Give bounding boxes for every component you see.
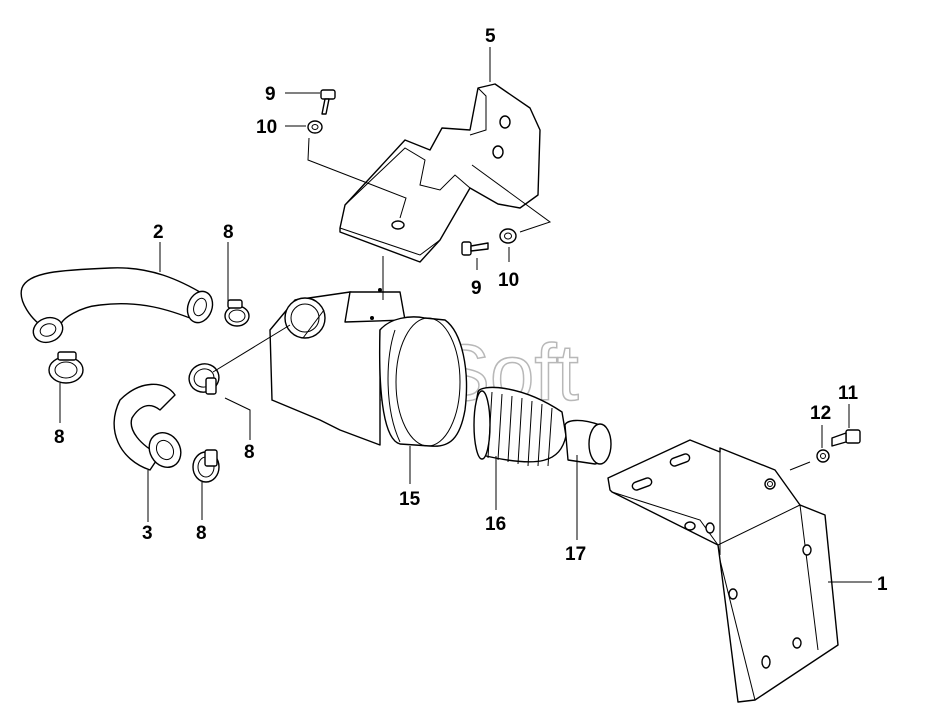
part-17-inner-cartridge [564,419,612,465]
part-2-upper-hose [20,267,214,344]
callout-17: 17 [565,544,586,565]
part-9-top-bolt [320,89,336,115]
callout-12: 12 [810,403,831,424]
part-11-bolt [831,429,861,447]
part-16-filter-element [473,386,567,467]
callout-9-mid: 9 [471,278,482,299]
part-10-top-nut [307,120,323,134]
callout-8-bottom: 8 [196,523,207,544]
callout-8-top: 8 [223,222,234,243]
callout-3: 3 [142,523,153,544]
callout-8-left: 8 [54,427,65,448]
callout-10-mid: 10 [498,270,519,291]
callout-5: 5 [485,26,496,47]
part-15-filter-cover [378,316,468,447]
callout-16: 16 [485,514,506,535]
part-8-clamp-mid [188,363,220,395]
part-9-mid-bolt [461,241,489,256]
callout-15: 15 [399,489,421,510]
part-8-clamp-bottom [192,449,220,483]
part-5-upper-bracket [339,83,541,263]
callout-9-top: 9 [265,84,276,105]
callout-8-mid: 8 [244,442,255,463]
leader-lines [59,47,872,583]
part-12-washer [816,449,830,463]
part-10-mid-nut [499,228,517,244]
callout-11: 11 [838,383,859,404]
part-1-lower-bracket [607,439,839,703]
callout-10-top: 10 [256,117,277,138]
part-8-clamp-left [48,351,84,384]
callout-2: 2 [153,222,164,243]
air-filter-housing [269,288,406,446]
callout-1: 1 [877,574,888,595]
part-3-lower-hose [113,383,182,471]
part-8-clamp-top [224,299,250,327]
